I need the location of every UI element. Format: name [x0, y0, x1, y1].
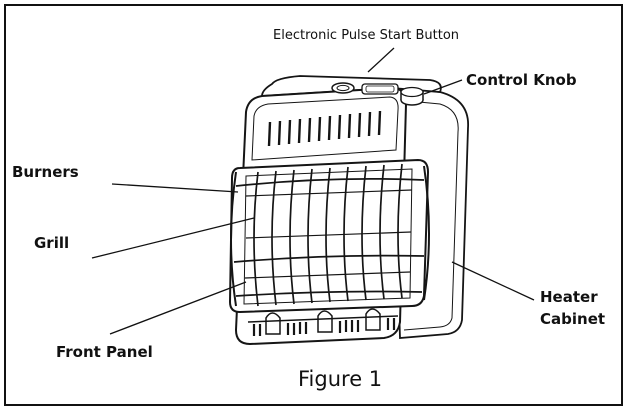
leader-control-knob — [423, 79, 463, 95]
label-heater-cabinet-line1: Heater — [540, 288, 598, 306]
pulse-start-button[interactable] — [331, 82, 355, 94]
label-heater-cabinet-line2: Cabinet — [540, 310, 605, 328]
label-pulse-start-button: Electronic Pulse Start Button — [273, 28, 459, 43]
label-grill: Grill — [34, 234, 69, 252]
leader-front-panel — [109, 281, 247, 335]
label-burners: Burners — [12, 163, 79, 181]
figure-caption: Figure 1 — [298, 367, 382, 391]
heater-illustration — [228, 75, 469, 346]
front-panel — [228, 158, 430, 314]
control-knob[interactable] — [400, 86, 424, 106]
leader-pulse-button — [367, 47, 395, 73]
label-control-knob: Control Knob — [466, 71, 577, 89]
top-vent-louvers — [267, 110, 382, 147]
grill — [230, 163, 430, 307]
leader-heater-cabinet — [451, 261, 535, 301]
bottom-vents — [247, 308, 399, 336]
label-front-panel: Front Panel — [56, 343, 153, 361]
leader-lines — [91, 47, 535, 335]
leader-grill — [91, 217, 255, 259]
leader-burners — [111, 183, 239, 193]
